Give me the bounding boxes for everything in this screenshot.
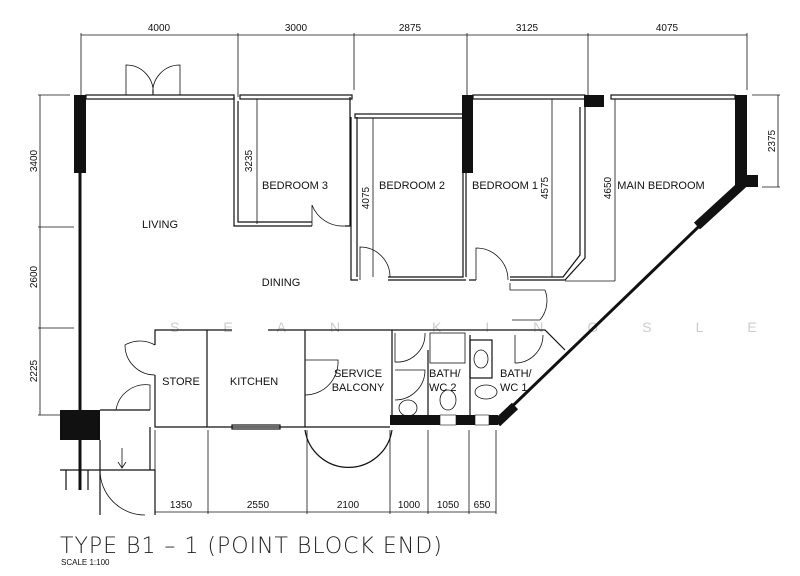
- right-dimension-line: [752, 94, 780, 188]
- dim-bedroom1: 4575: [540, 176, 551, 199]
- room-label-kitchen: KITCHEN: [230, 376, 278, 388]
- room-label-bedroom3: BEDROOM 3: [262, 180, 328, 192]
- dim-main-bedroom: 4650: [603, 176, 614, 199]
- dim-top-3: 2875: [399, 23, 422, 34]
- room-label-store: STORE: [162, 376, 200, 388]
- dim-bottom-3: 2100: [337, 500, 360, 511]
- left-dimension-line: [38, 94, 74, 416]
- dim-left-2: 2600: [29, 265, 40, 288]
- interior-dimensions: [256, 99, 616, 282]
- top-dimension-line: [80, 33, 748, 97]
- watermark: SEAN KINGSLEY: [170, 319, 800, 335]
- room-label-bedroom1: BEDROOM 1: [472, 180, 538, 192]
- dim-bottom-2: 2550: [247, 500, 270, 511]
- room-label-main-bedroom: MAIN BEDROOM: [617, 180, 704, 192]
- room-label-bath1-2: WC 1: [500, 382, 528, 394]
- room-label-bath2-2: WC 2: [429, 382, 457, 394]
- room-label-bath2: BATH/: [429, 368, 462, 380]
- dim-bottom-1: 1350: [170, 500, 193, 511]
- dim-top-5: 4075: [656, 23, 679, 34]
- room-label-dining: DINING: [262, 277, 301, 289]
- room-label-bath1: BATH/: [500, 368, 533, 380]
- dim-top-4: 3125: [516, 23, 539, 34]
- dim-bottom-6: 650: [474, 500, 491, 511]
- dim-bottom-4: 1000: [398, 500, 421, 511]
- room-label-service-balcony-2: BALCONY: [332, 382, 385, 394]
- dim-top-2: 3000: [285, 23, 308, 34]
- plan-scale: SCALE 1:100: [61, 558, 110, 567]
- dim-bedroom2: 4075: [361, 186, 372, 209]
- bottom-dimension-line: [154, 430, 497, 514]
- dim-left-3: 2225: [29, 359, 40, 382]
- dim-right-1: 2375: [767, 129, 778, 152]
- room-label-bedroom2: BEDROOM 2: [379, 180, 445, 192]
- dim-bedroom3: 3235: [244, 149, 255, 172]
- dim-top-1: 4000: [148, 23, 171, 34]
- dim-bottom-5: 1050: [437, 500, 460, 511]
- dim-left-1: 3400: [29, 149, 40, 172]
- room-label-service-balcony: SERVICE: [334, 368, 382, 380]
- walls: [60, 64, 758, 516]
- plan-title: TYPE B1 – 1 (POINT BLOCK END): [60, 534, 443, 559]
- room-label-living: LIVING: [142, 219, 178, 231]
